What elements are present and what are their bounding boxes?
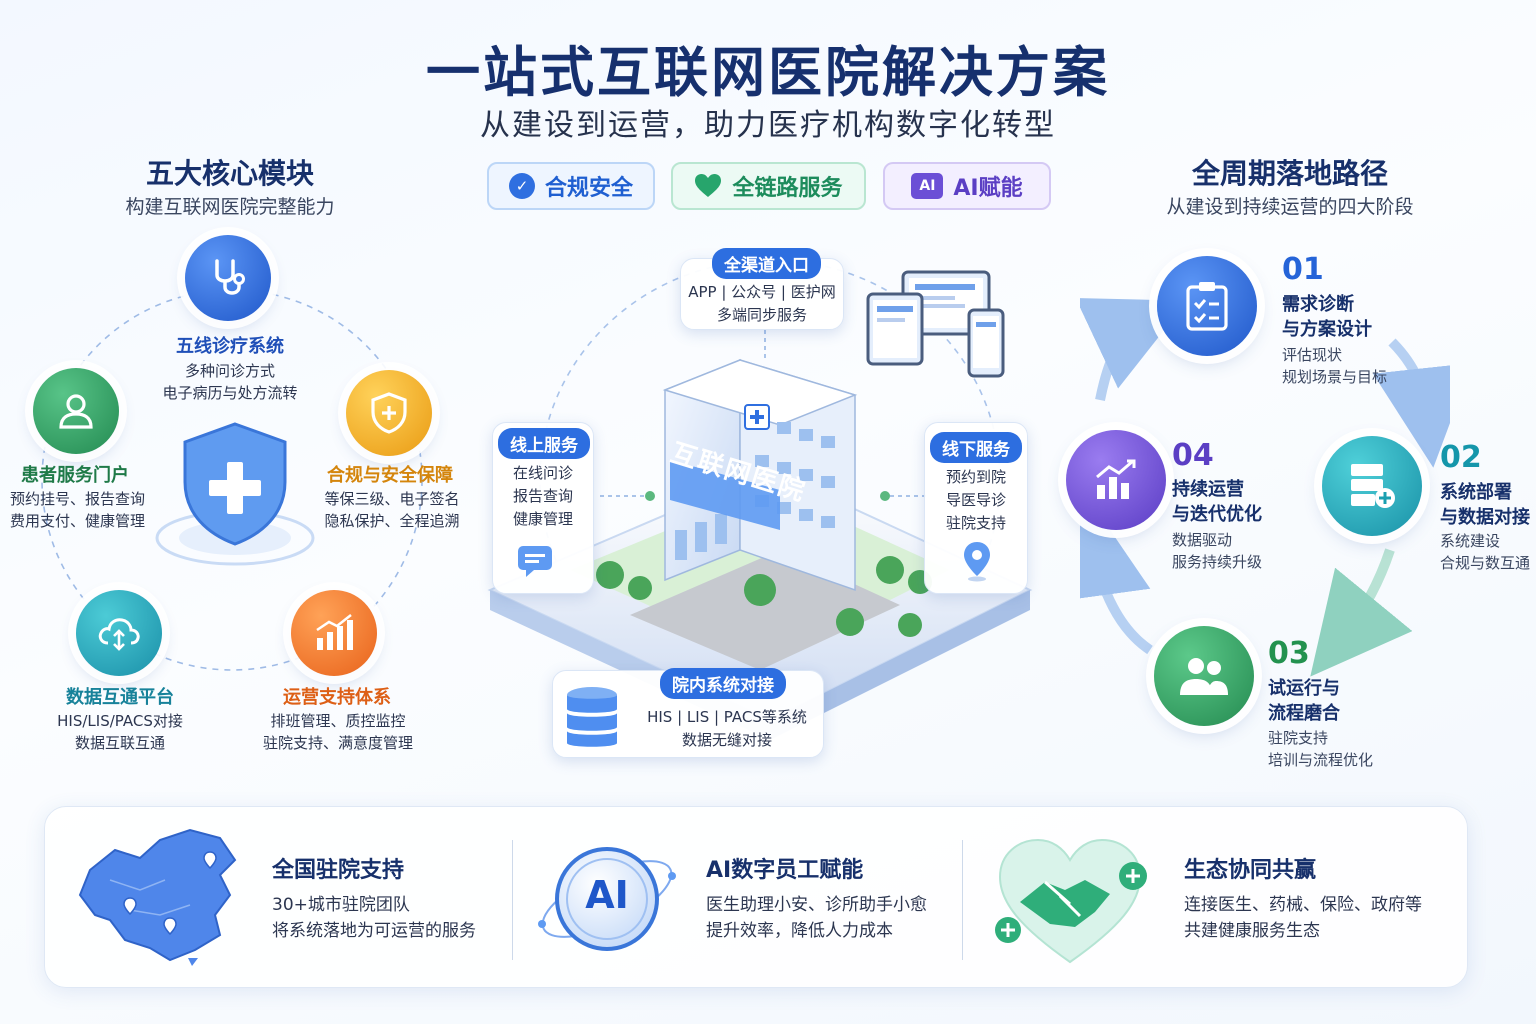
cycle-arrows — [1080, 298, 1450, 677]
growth-chart-icon — [291, 590, 377, 676]
team-icon — [1154, 626, 1254, 726]
handshake-icon — [995, 838, 1147, 964]
integration-title: 院内系统对接 — [660, 668, 786, 699]
hospital-illustration — [487, 259, 1033, 740]
badge-full-chain: 全链路服务 — [671, 162, 866, 210]
offline-desc: 预约到院导医导诊驻院支持 — [945, 468, 1006, 532]
user-icon — [33, 368, 119, 454]
stage-number: 03 — [1268, 636, 1310, 671]
module-title: 数据互通平台 — [66, 687, 174, 708]
database-icon — [567, 687, 617, 747]
page-title: 一站式互联网医院解决方案 — [426, 41, 1110, 104]
module-desc: 等保三级、电子签名隐私保护、全程追溯 — [324, 490, 460, 530]
devices-icon — [866, 270, 1005, 378]
cloud-sync-icon — [76, 590, 162, 676]
stage-number: 04 — [1172, 438, 1214, 473]
stages-subtitle: 从建设到持续运营的四大阶段 — [1166, 196, 1414, 218]
module-desc: 多种问诊方式电子病历与处方流转 — [162, 362, 298, 402]
module-title: 患者服务门户 — [21, 465, 129, 486]
divider — [512, 840, 513, 960]
shield-plus-icon — [346, 370, 432, 456]
chat-icon — [518, 546, 552, 577]
ai-orb-icon — [538, 847, 676, 951]
module-title: 运营支持体系 — [283, 687, 391, 708]
server-icon — [1322, 436, 1422, 536]
online-title: 线上服务 — [498, 428, 590, 459]
ai-orb-text: AI — [585, 873, 629, 917]
module-desc: 排班管理、质控监控驻院支持、满意度管理 — [262, 712, 413, 752]
divider — [962, 840, 963, 960]
badge-ai: AI AI赋能 — [883, 162, 1051, 210]
stage-title: 持续运营与迭代优化 — [1172, 479, 1262, 525]
badge-compliance: ✓ 合规安全 — [487, 162, 655, 210]
modules-title: 五大核心模块 — [145, 157, 314, 190]
integration-desc: HIS | LIS | PACS等系统数据无缝对接 — [647, 708, 807, 749]
heart-icon — [695, 174, 722, 197]
bottom-desc: 医生助理小安、诊所助手小愈提升效率，降低人力成本 — [706, 895, 927, 941]
stage-title: 系统部署与数据对接 — [1440, 482, 1530, 528]
bottom-desc: 30+城市驻院团队将系统落地为可运营的服务 — [272, 895, 476, 941]
module-title: 合规与安全保障 — [327, 465, 453, 486]
stage-desc: 驻院支持培训与流程优化 — [1268, 729, 1374, 769]
bottom-title: 全国驻院支持 — [272, 858, 405, 883]
stage-desc: 数据驱动服务持续升级 — [1172, 531, 1263, 571]
stethoscope-icon — [185, 235, 271, 321]
location-pin-icon — [964, 542, 990, 582]
stage-title: 需求诊断与方案设计 — [1282, 294, 1372, 340]
online-desc: 在线问诊报告查询健康管理 — [512, 464, 573, 528]
china-map-icon — [78, 828, 237, 966]
modules-ring — [41, 289, 423, 671]
ai-icon: AI — [911, 173, 944, 199]
shield-plus-icon — [155, 422, 315, 566]
badge-label: AI赋能 — [953, 176, 1023, 201]
bottom-title: AI数字员工赋能 — [706, 858, 864, 883]
module-title: 五线诊疗系统 — [176, 336, 284, 357]
stage-number: 02 — [1440, 440, 1482, 475]
page-subtitle: 从建设到运营，助力医疗机构数字化转型 — [480, 108, 1056, 143]
check-circle-icon: ✓ — [508, 173, 535, 199]
stage-title: 试运行与流程磨合 — [1268, 678, 1340, 724]
stage-number: 01 — [1282, 252, 1324, 287]
module-desc: HIS/LIS/PACS对接数据互联互通 — [57, 712, 183, 752]
stage-desc: 评估现状规划场景与目标 — [1282, 346, 1388, 386]
bottom-title: 生态协同共赢 — [1184, 858, 1317, 883]
bar-growth-icon — [1066, 430, 1166, 530]
channels-title: 全渠道入口 — [712, 248, 821, 279]
offline-title: 线下服务 — [930, 432, 1022, 463]
bottom-panel — [44, 806, 1468, 988]
badge-label: 全链路服务 — [732, 176, 843, 201]
stages-title: 全周期落地路径 — [1191, 157, 1388, 190]
badge-label: 合规安全 — [544, 176, 633, 201]
channels-desc: APP | 公众号 | 医护网多端同步服务 — [688, 283, 836, 324]
clipboard-check-icon — [1157, 256, 1257, 356]
bottom-desc: 连接医生、药械、保险、政府等共建健康服务生态 — [1184, 895, 1422, 941]
stage-desc: 系统建设合规与数互通 — [1440, 532, 1531, 572]
module-desc: 预约挂号、报告查询费用支付、健康管理 — [10, 490, 146, 530]
modules-subtitle: 构建互联网医院完整能力 — [125, 196, 335, 218]
